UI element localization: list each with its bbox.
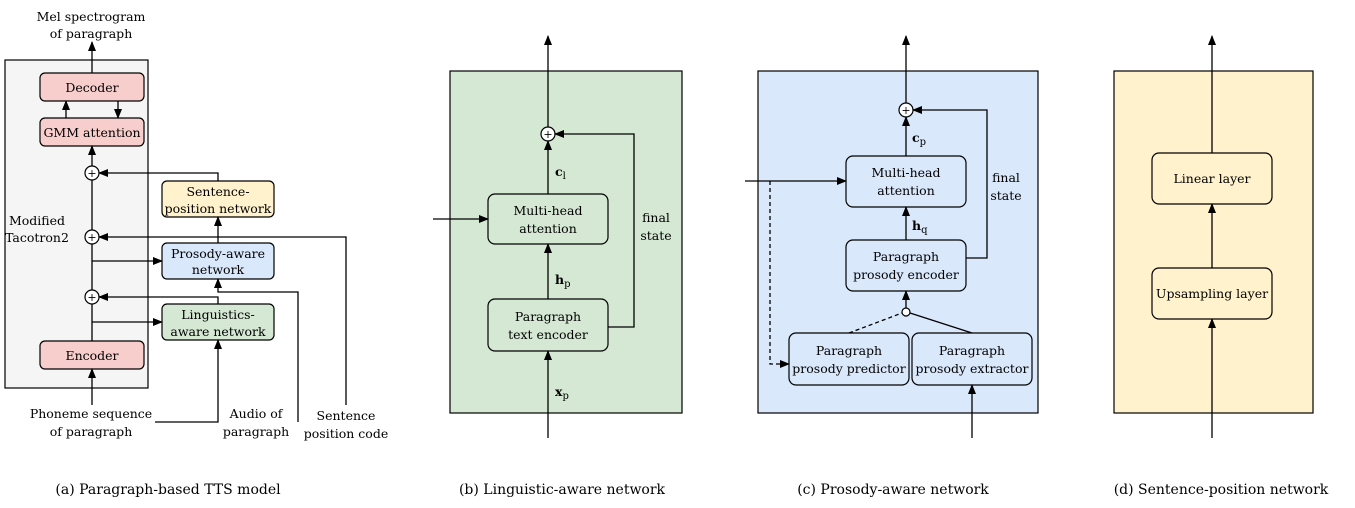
modified-tacotron2-container (4, 59, 149, 389)
sentence-position-network-line1: Sentence- (186, 184, 249, 199)
c-l-label: cl (555, 164, 566, 182)
caption-b: (b) Linguistic-aware network (459, 482, 666, 498)
input-phoneme-line1: Phoneme sequence (30, 406, 152, 421)
linguistics-aware-network-line2: aware network (170, 324, 266, 339)
add-node-b: + (540, 126, 556, 142)
encoder-label: Encoder (65, 348, 118, 363)
input-audio-line1: Audio of (229, 406, 284, 421)
output-label-line1: Mel spectrogram (37, 9, 146, 24)
text-encoder-line2: text encoder (508, 327, 588, 342)
panel-d: Linear layer Upsampling layer (d) Senten… (1113, 35, 1329, 498)
linear-layer-label: Linear layer (1173, 171, 1250, 186)
multihead-attention-box-b (487, 193, 609, 245)
c-p-label: cp (912, 130, 926, 148)
input-audio-line2: paragraph (223, 424, 289, 439)
prosody-predictor-line1: Paragraph (816, 343, 882, 358)
prosody-predictor-line2: prosody predictor (792, 361, 905, 376)
container-label-line1: Modified (9, 213, 65, 228)
prosody-encoder-line1: Paragraph (873, 249, 939, 264)
add-node-c: + (898, 102, 914, 118)
paragraph-prosody-extractor-box (911, 332, 1033, 386)
svg-text:+: + (901, 104, 910, 117)
final-state-b-line1: final (642, 210, 670, 225)
multihead-attention-box-c (845, 155, 967, 208)
x-p-label: xp (555, 384, 569, 402)
h-p-label: hp (555, 272, 571, 290)
final-state-b-line2: state (640, 228, 671, 243)
panel-c: Multi-head attention Paragraph prosody e… (745, 35, 1039, 498)
container-label-line2: Tacotron2 (5, 230, 69, 245)
paragraph-text-encoder-box (487, 298, 609, 352)
caption-d: (d) Sentence-position network (1114, 482, 1329, 498)
paragraph-prosody-encoder-box (845, 239, 967, 292)
final-state-c-line1: final (992, 170, 1020, 185)
svg-text:+: + (87, 167, 96, 180)
add-node-2: + (84, 229, 100, 245)
text-encoder-line1: Paragraph (515, 309, 581, 324)
input-sentence-line2: position code (304, 426, 388, 441)
linguistics-aware-network-line1: Linguistics- (181, 307, 254, 322)
caption-a: (a) Paragraph-based TTS model (55, 482, 281, 498)
panel-b: Multi-head attention Paragraph text enco… (433, 35, 683, 498)
sentence-position-network-line2: position network (165, 201, 272, 216)
multihead-b-line1: Multi-head (514, 203, 583, 218)
h-q-label: hq (912, 218, 928, 236)
prosody-extractor-line2: prosody extractor (916, 361, 1029, 376)
panel-a: Mel spectrogram of paragraph Modified Ta… (4, 9, 388, 498)
add-node-1: + (84, 289, 100, 305)
multihead-b-line2: attention (519, 221, 577, 236)
gmm-attention-label: GMM attention (43, 125, 140, 140)
upsampling-layer-label: Upsampling layer (1156, 286, 1268, 301)
prosody-encoder-line2: prosody encoder (853, 267, 959, 282)
add-node-3: + (84, 165, 100, 181)
multihead-c-line2: attention (877, 183, 935, 198)
input-sentence-line1: Sentence (317, 408, 376, 423)
caption-c: (c) Prosody-aware network (797, 482, 989, 498)
final-state-c-line2: state (990, 188, 1021, 203)
prosody-aware-network-line2: network (192, 262, 245, 277)
sentence-position-container (1113, 70, 1314, 414)
switch-node (901, 307, 911, 317)
paragraph-prosody-predictor-box (788, 332, 910, 386)
output-label-line2: of paragraph (50, 26, 133, 41)
input-phoneme-line2: of paragraph (50, 424, 133, 439)
svg-text:+: + (87, 291, 96, 304)
svg-text:+: + (87, 231, 96, 244)
multihead-c-line1: Multi-head (872, 165, 941, 180)
svg-text:+: + (543, 128, 552, 141)
prosody-aware-network-line1: Prosody-aware (171, 246, 265, 261)
prosody-extractor-line1: Paragraph (939, 343, 1005, 358)
decoder-label: Decoder (65, 80, 118, 95)
